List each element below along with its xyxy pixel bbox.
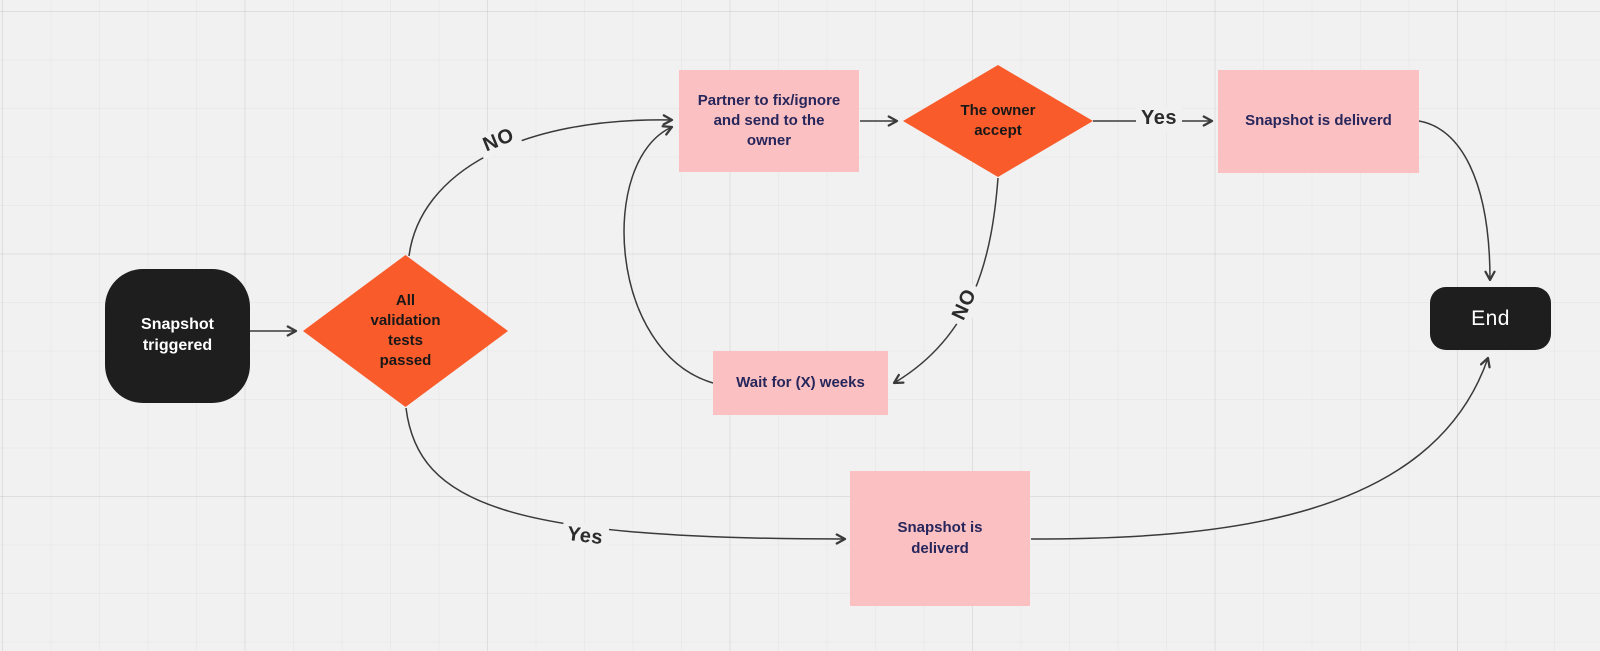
edge-label-yes-top: Yes — [1136, 106, 1182, 131]
edge-owner-accept-no-to-wait — [892, 177, 999, 385]
edge-wait-to-partner-loop — [623, 125, 714, 384]
snapshot-delivered-bottom-node[interactable]: Snapshot is deliverd — [850, 471, 1030, 606]
snapshot-delivered-top-node[interactable]: Snapshot is deliverd — [1218, 70, 1419, 173]
partner-fix-node[interactable]: Partner to fix/ignore and send to the ow… — [679, 70, 859, 172]
edge-validation-no-to-partner — [408, 114, 674, 257]
edge-delivered-bottom-to-end — [1030, 356, 1491, 540]
end-node[interactable]: End — [1430, 287, 1551, 350]
edge-delivered-top-to-end — [1418, 120, 1496, 282]
wait-weeks-node[interactable]: Wait for (X) weeks — [713, 351, 888, 415]
start-node[interactable]: Snapshot triggered — [105, 269, 250, 403]
edge-validation-yes-to-delivered-bottom — [405, 407, 847, 545]
